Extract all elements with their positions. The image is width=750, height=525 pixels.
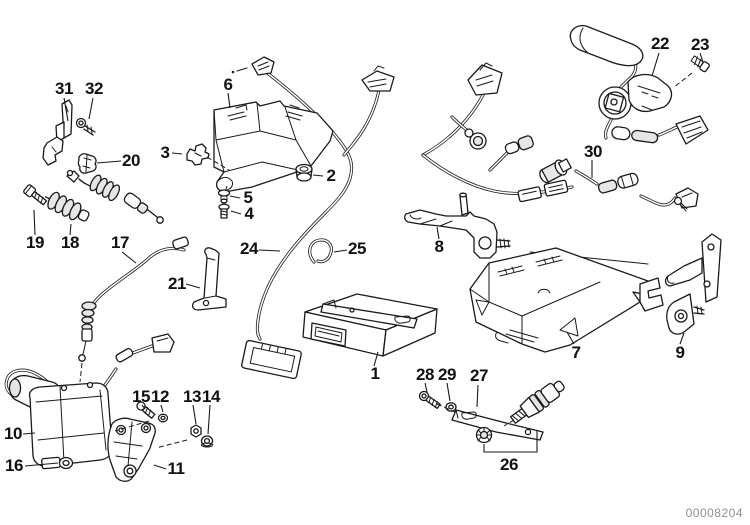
bolt-28	[418, 390, 441, 410]
screw-19	[23, 184, 48, 206]
actuator-lead-connector	[115, 333, 175, 363]
control-unit-socket	[310, 322, 347, 347]
bracket-21	[191, 247, 227, 311]
clip-3	[186, 143, 210, 166]
bracket-8	[404, 192, 511, 259]
callout-28[interactable]: 28	[416, 365, 434, 384]
bracket-27	[451, 409, 544, 441]
washer-12	[157, 413, 169, 423]
callout-4[interactable]: 4	[244, 204, 254, 223]
spring-18	[44, 191, 90, 222]
callout-12[interactable]: 12	[151, 387, 169, 406]
callout-10[interactable]: 10	[4, 424, 22, 443]
bracket-7	[469, 247, 664, 353]
mounting-strap	[320, 303, 418, 329]
round-connector-boot	[464, 128, 487, 150]
screw-4	[218, 203, 230, 219]
callout-8[interactable]: 8	[434, 237, 444, 256]
connector-plug-b	[361, 65, 395, 92]
callout-6[interactable]: 6	[223, 75, 233, 94]
connector-plug-a	[231, 56, 275, 76]
screw-32	[75, 117, 96, 136]
cable-17-adjuster	[78, 236, 189, 362]
callout-17[interactable]: 17	[111, 233, 129, 252]
washer-29	[445, 402, 457, 412]
control-unit-1	[302, 293, 438, 357]
callout-9[interactable]: 9	[675, 343, 685, 362]
callout-32[interactable]: 32	[85, 79, 103, 98]
callout-11[interactable]: 11	[167, 459, 185, 478]
nut-16	[58, 456, 74, 470]
bracket-11	[107, 417, 156, 482]
callout-23[interactable]: 23	[691, 35, 709, 54]
spring-linkage	[66, 169, 164, 224]
callout-24[interactable]: 24	[240, 239, 258, 258]
bracket-9	[664, 196, 722, 335]
callout-21[interactable]: 21	[168, 274, 186, 293]
callout-22[interactable]: 22	[651, 34, 669, 53]
selector-lever-switch	[569, 25, 710, 145]
push-nut-5	[217, 189, 231, 204]
callout-25[interactable]: 25	[348, 239, 366, 258]
callout-16[interactable]: 16	[5, 456, 23, 475]
actuator-10	[8, 374, 113, 470]
callout-7[interactable]: 7	[571, 343, 581, 362]
callout-5[interactable]: 5	[243, 188, 253, 207]
bracket-31	[42, 99, 73, 166]
callout-29[interactable]: 29	[438, 365, 456, 384]
knurled-nut	[475, 426, 493, 444]
leader-lines	[22, 52, 704, 470]
hook-clip-25	[308, 238, 333, 264]
callout-27[interactable]: 27	[470, 366, 488, 385]
callout-20[interactable]: 20	[122, 151, 140, 170]
callout-30[interactable]: 30	[584, 142, 602, 161]
callout-13[interactable]: 13	[183, 387, 201, 406]
callout-31[interactable]: 31	[55, 79, 73, 98]
callout-3[interactable]: 3	[160, 143, 170, 162]
callout-15[interactable]: 15	[132, 387, 150, 406]
nut-14	[200, 435, 214, 448]
connector-plug-c	[467, 62, 503, 96]
screw-23	[690, 55, 710, 73]
callout-19[interactable]: 19	[26, 233, 44, 252]
nut-13	[190, 424, 202, 438]
callout-1[interactable]: 1	[370, 364, 380, 383]
diagram-code: 00008204	[685, 506, 743, 520]
inline-connector-pair	[504, 135, 534, 155]
harness-connector-24	[241, 339, 302, 380]
switch-26	[509, 380, 565, 424]
callout-26[interactable]: 26	[500, 455, 518, 474]
grommet-2	[295, 163, 313, 182]
callout-2[interactable]: 2	[326, 166, 336, 185]
callout-14[interactable]: 14	[202, 387, 220, 406]
flat-connector-pair	[517, 179, 569, 203]
cable-clamp-20	[77, 153, 97, 174]
callout-18[interactable]: 18	[61, 233, 79, 252]
screw-small	[673, 196, 688, 212]
